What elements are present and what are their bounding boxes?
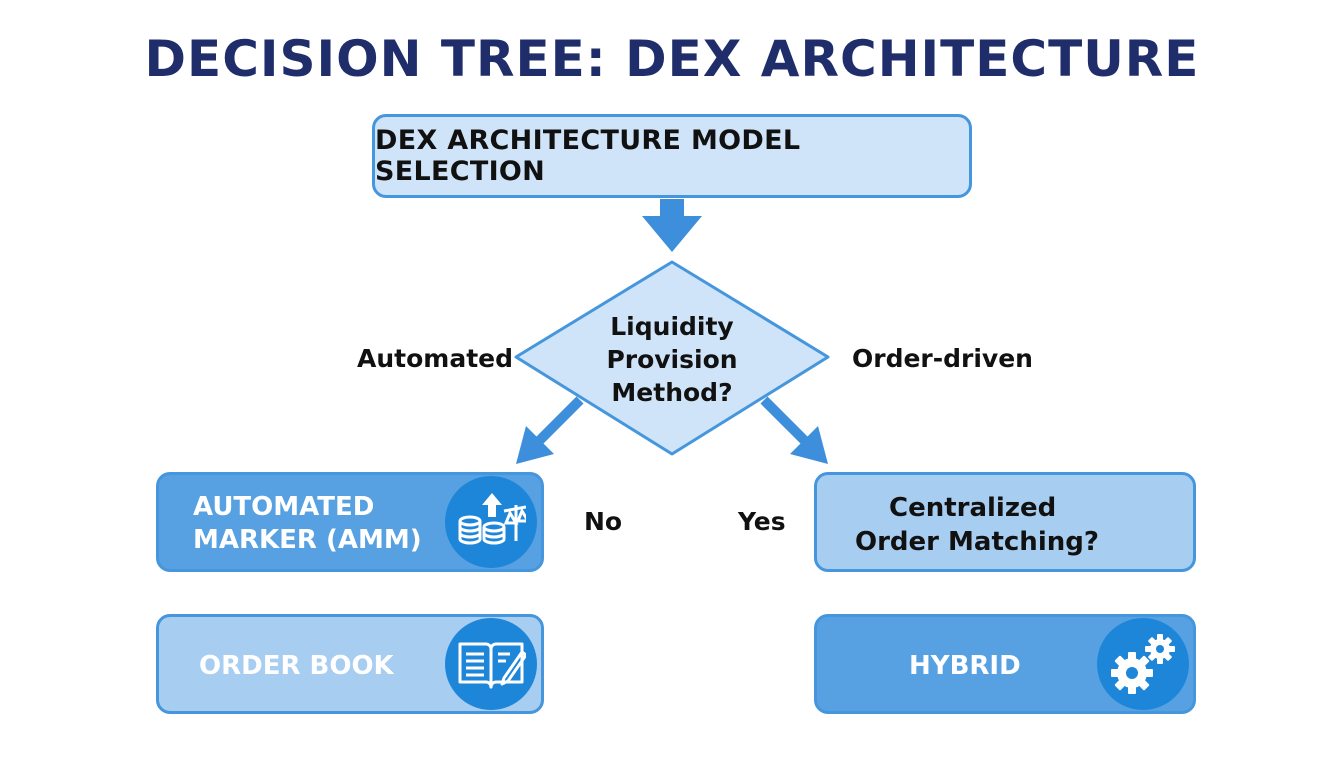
decision-node-label: Liquidity Provision Method?: [587, 310, 757, 409]
centralized-order-matching-node: Centralized Order Matching?: [814, 472, 1196, 572]
open-book-icon: [445, 618, 537, 710]
gears-icon: [1097, 618, 1189, 710]
decision-line-2: Provision: [606, 345, 738, 374]
diagram-title: DECISION TREE: DEX ARCHITECTURE: [144, 30, 1200, 88]
order-book-node: ORDER BOOK: [156, 614, 544, 714]
amm-line-1: AUTOMATED: [193, 492, 375, 522]
amm-node: AUTOMATED MARKER (AMM): [156, 472, 544, 572]
arrow-root-to-decision: [642, 199, 702, 252]
decision-line-1: Liquidity: [610, 312, 734, 341]
arrow-right-head: [790, 426, 828, 464]
centralized-node-label: Centralized Order Matching?: [855, 491, 1099, 559]
edge-label-order-driven: Order-driven: [852, 344, 1033, 373]
root-node: DEX ARCHITECTURE MODEL SELECTION: [372, 114, 972, 198]
decision-diamond: [514, 260, 830, 456]
hybrid-node: HYBRID: [814, 614, 1196, 714]
arrow-left-head: [516, 426, 554, 464]
edge-label-automated: Automated: [357, 344, 513, 373]
root-node-label: DEX ARCHITECTURE MODEL SELECTION: [375, 125, 801, 187]
centralized-line-1: Centralized: [889, 493, 1057, 523]
decision-line-3: Method?: [611, 378, 733, 407]
edge-label-no: No: [584, 507, 623, 536]
order-book-label: ORDER BOOK: [199, 651, 394, 681]
amm-node-label: AUTOMATED MARKER (AMM): [193, 491, 422, 557]
amm-line-2: MARKER (AMM): [193, 525, 422, 555]
coins-scale-icon: [445, 476, 537, 568]
edge-label-yes: Yes: [738, 507, 786, 536]
hybrid-label: HYBRID: [909, 651, 1021, 681]
arrow-right-shaft: [760, 396, 814, 450]
arrow-left-shaft: [530, 396, 584, 450]
centralized-line-2: Order Matching?: [855, 527, 1099, 557]
